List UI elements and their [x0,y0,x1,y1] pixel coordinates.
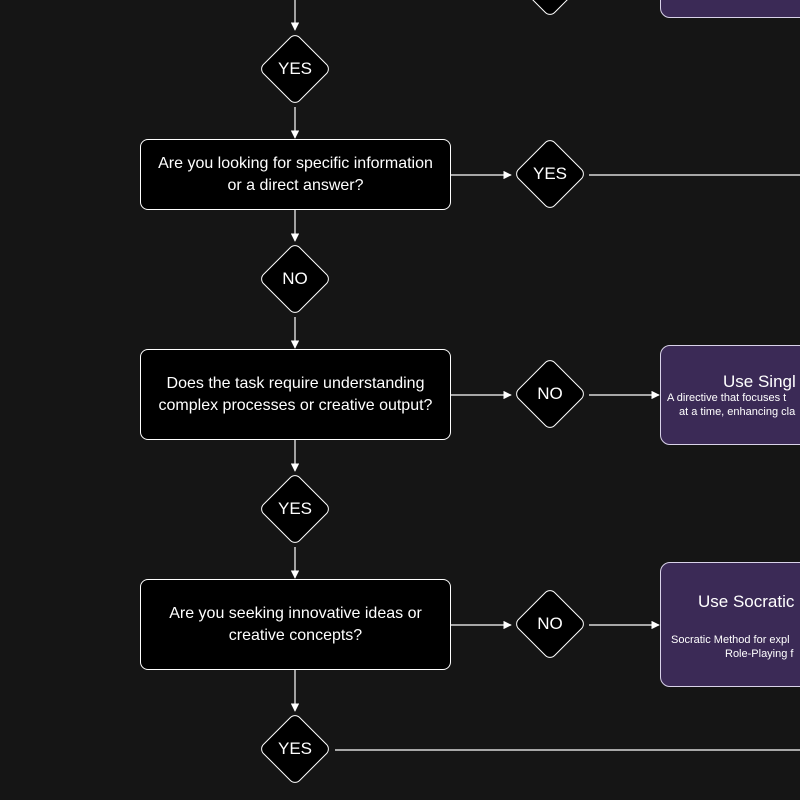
decision-diamond-yes: YES [258,472,332,546]
technique-box-single: Use Singl A directive that focuses t at … [660,345,800,445]
decision-label: YES [277,499,313,518]
decision-diamond-yes: YES [513,137,587,211]
question-box-specific-information: Are you looking for specific information… [140,139,451,210]
question-text: Are you looking for specific information… [158,154,433,194]
decision-diamond-no: NO [513,357,587,431]
technique-title: Use Socratic [698,592,795,611]
technique-title: Use Singl [723,372,796,391]
technique-description-line: Role-Playing f [725,648,794,660]
decision-label: NO [282,269,308,288]
decision-diamond-yes: YES [258,32,332,106]
technique-box-top-partial [660,0,800,18]
decision-label: YES [532,164,568,183]
question-box-complex-processes: Does the task require understanding comp… [140,349,451,440]
technique-box-socratic: Use Socratic Socratic Method for expl Ro… [660,562,800,687]
decision-label: NO [537,614,563,633]
question-text: Are you seeking innovative ideas or crea… [169,604,422,644]
decision-label: YES [277,739,313,758]
decision-diamond-no: NO [258,242,332,316]
question-text: Does the task require understanding comp… [158,374,433,414]
technique-description-line: Socratic Method for expl [671,634,790,646]
technique-description-line: A directive that focuses t [667,392,787,404]
technique-description-line: at a time, enhancing cla [679,406,796,418]
decision-label: NO [537,384,563,403]
decision-diamond-no: NO [513,587,587,661]
decision-diamond-yes: YES [258,712,332,786]
decision-label: YES [277,59,313,78]
decision-diamond-top-partial [513,0,587,18]
question-box-innovative-ideas: Are you seeking innovative ideas or crea… [140,579,451,670]
